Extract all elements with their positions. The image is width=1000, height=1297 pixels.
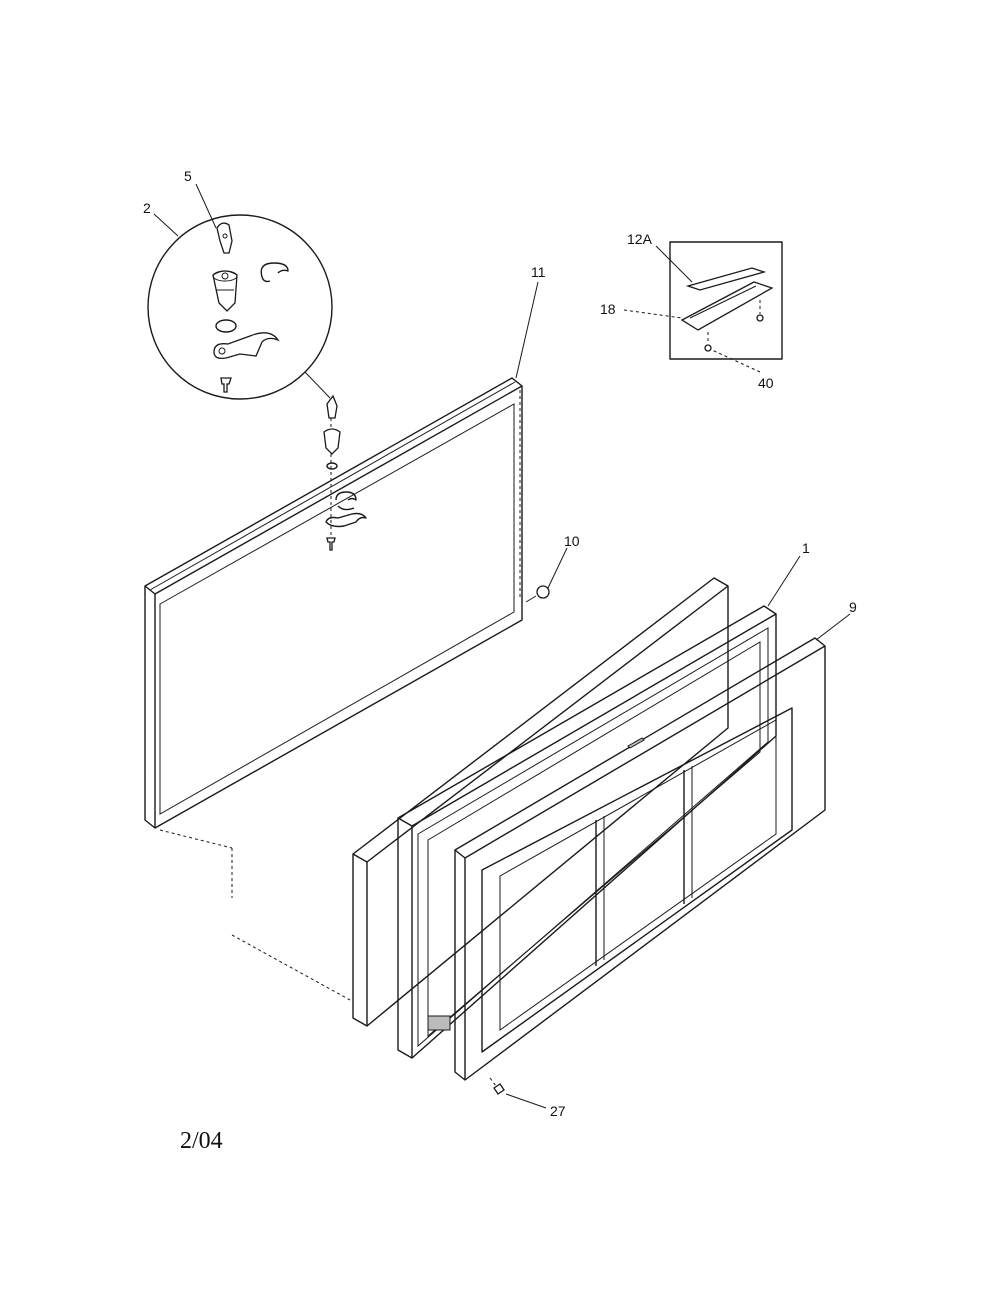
- lid-lock-stack: [323, 394, 367, 551]
- callout-11: 11: [531, 264, 546, 280]
- label-strip-part: [685, 267, 767, 291]
- handle-part: [680, 281, 774, 331]
- callout-18: 18: [600, 301, 616, 317]
- callout-10: 10: [564, 533, 580, 549]
- callout-27: 27: [550, 1103, 566, 1119]
- callout-12a: 12A: [627, 231, 653, 247]
- callout-9: 9: [849, 599, 857, 615]
- lock-cam-part: [213, 332, 280, 360]
- retaining-clip-part: [260, 262, 289, 283]
- callout-5: 5: [184, 168, 192, 184]
- door-liner-panel: [352, 577, 729, 1027]
- door-screw-part: [489, 1077, 505, 1095]
- hinge-cap-part: [525, 585, 550, 603]
- revision-date: 2/04: [180, 1128, 223, 1154]
- callout-2: 2: [143, 200, 151, 216]
- door-frame-panel: [454, 637, 826, 1081]
- handle-slot: [627, 737, 645, 749]
- freezer-lid: [144, 377, 523, 829]
- callout-40: 40: [758, 375, 774, 391]
- o-ring-part: [215, 319, 237, 333]
- handle-kit-inset: [669, 241, 783, 360]
- lock-cylinder-part: [212, 270, 238, 312]
- lock-assembly-detail: [147, 214, 333, 400]
- screw-part: [220, 377, 232, 393]
- callout-1: 1: [802, 540, 810, 556]
